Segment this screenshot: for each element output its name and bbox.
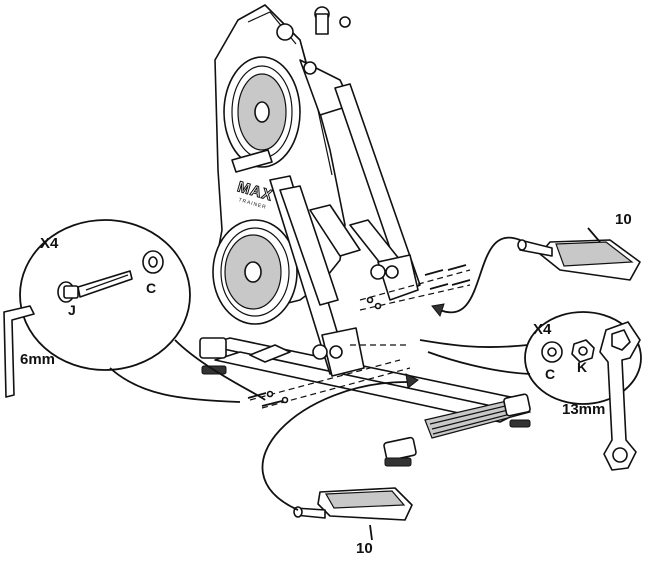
left-quantity-label: X4 [40,236,58,251]
upright-body [213,5,352,324]
washer-c-right [542,342,562,362]
nut-k-label: K [577,360,587,374]
wrench-13mm [600,322,640,470]
pedal-top-number: 10 [615,212,632,227]
right-quantity-label: X4 [533,322,551,337]
bolt-j [58,271,132,302]
base-frame [200,338,531,466]
pedal-bottom-number: 10 [356,541,373,556]
washer-c-left-label: C [146,281,156,295]
hex-key-size-label: 6mm [20,352,55,367]
washer-c-right-label: C [545,367,555,381]
wrench-size-label: 13mm [562,402,605,417]
washer-c-left [143,251,163,273]
bolt-j-label: J [68,303,76,317]
pedal-bottom [294,488,412,540]
pedal-top [518,228,640,280]
